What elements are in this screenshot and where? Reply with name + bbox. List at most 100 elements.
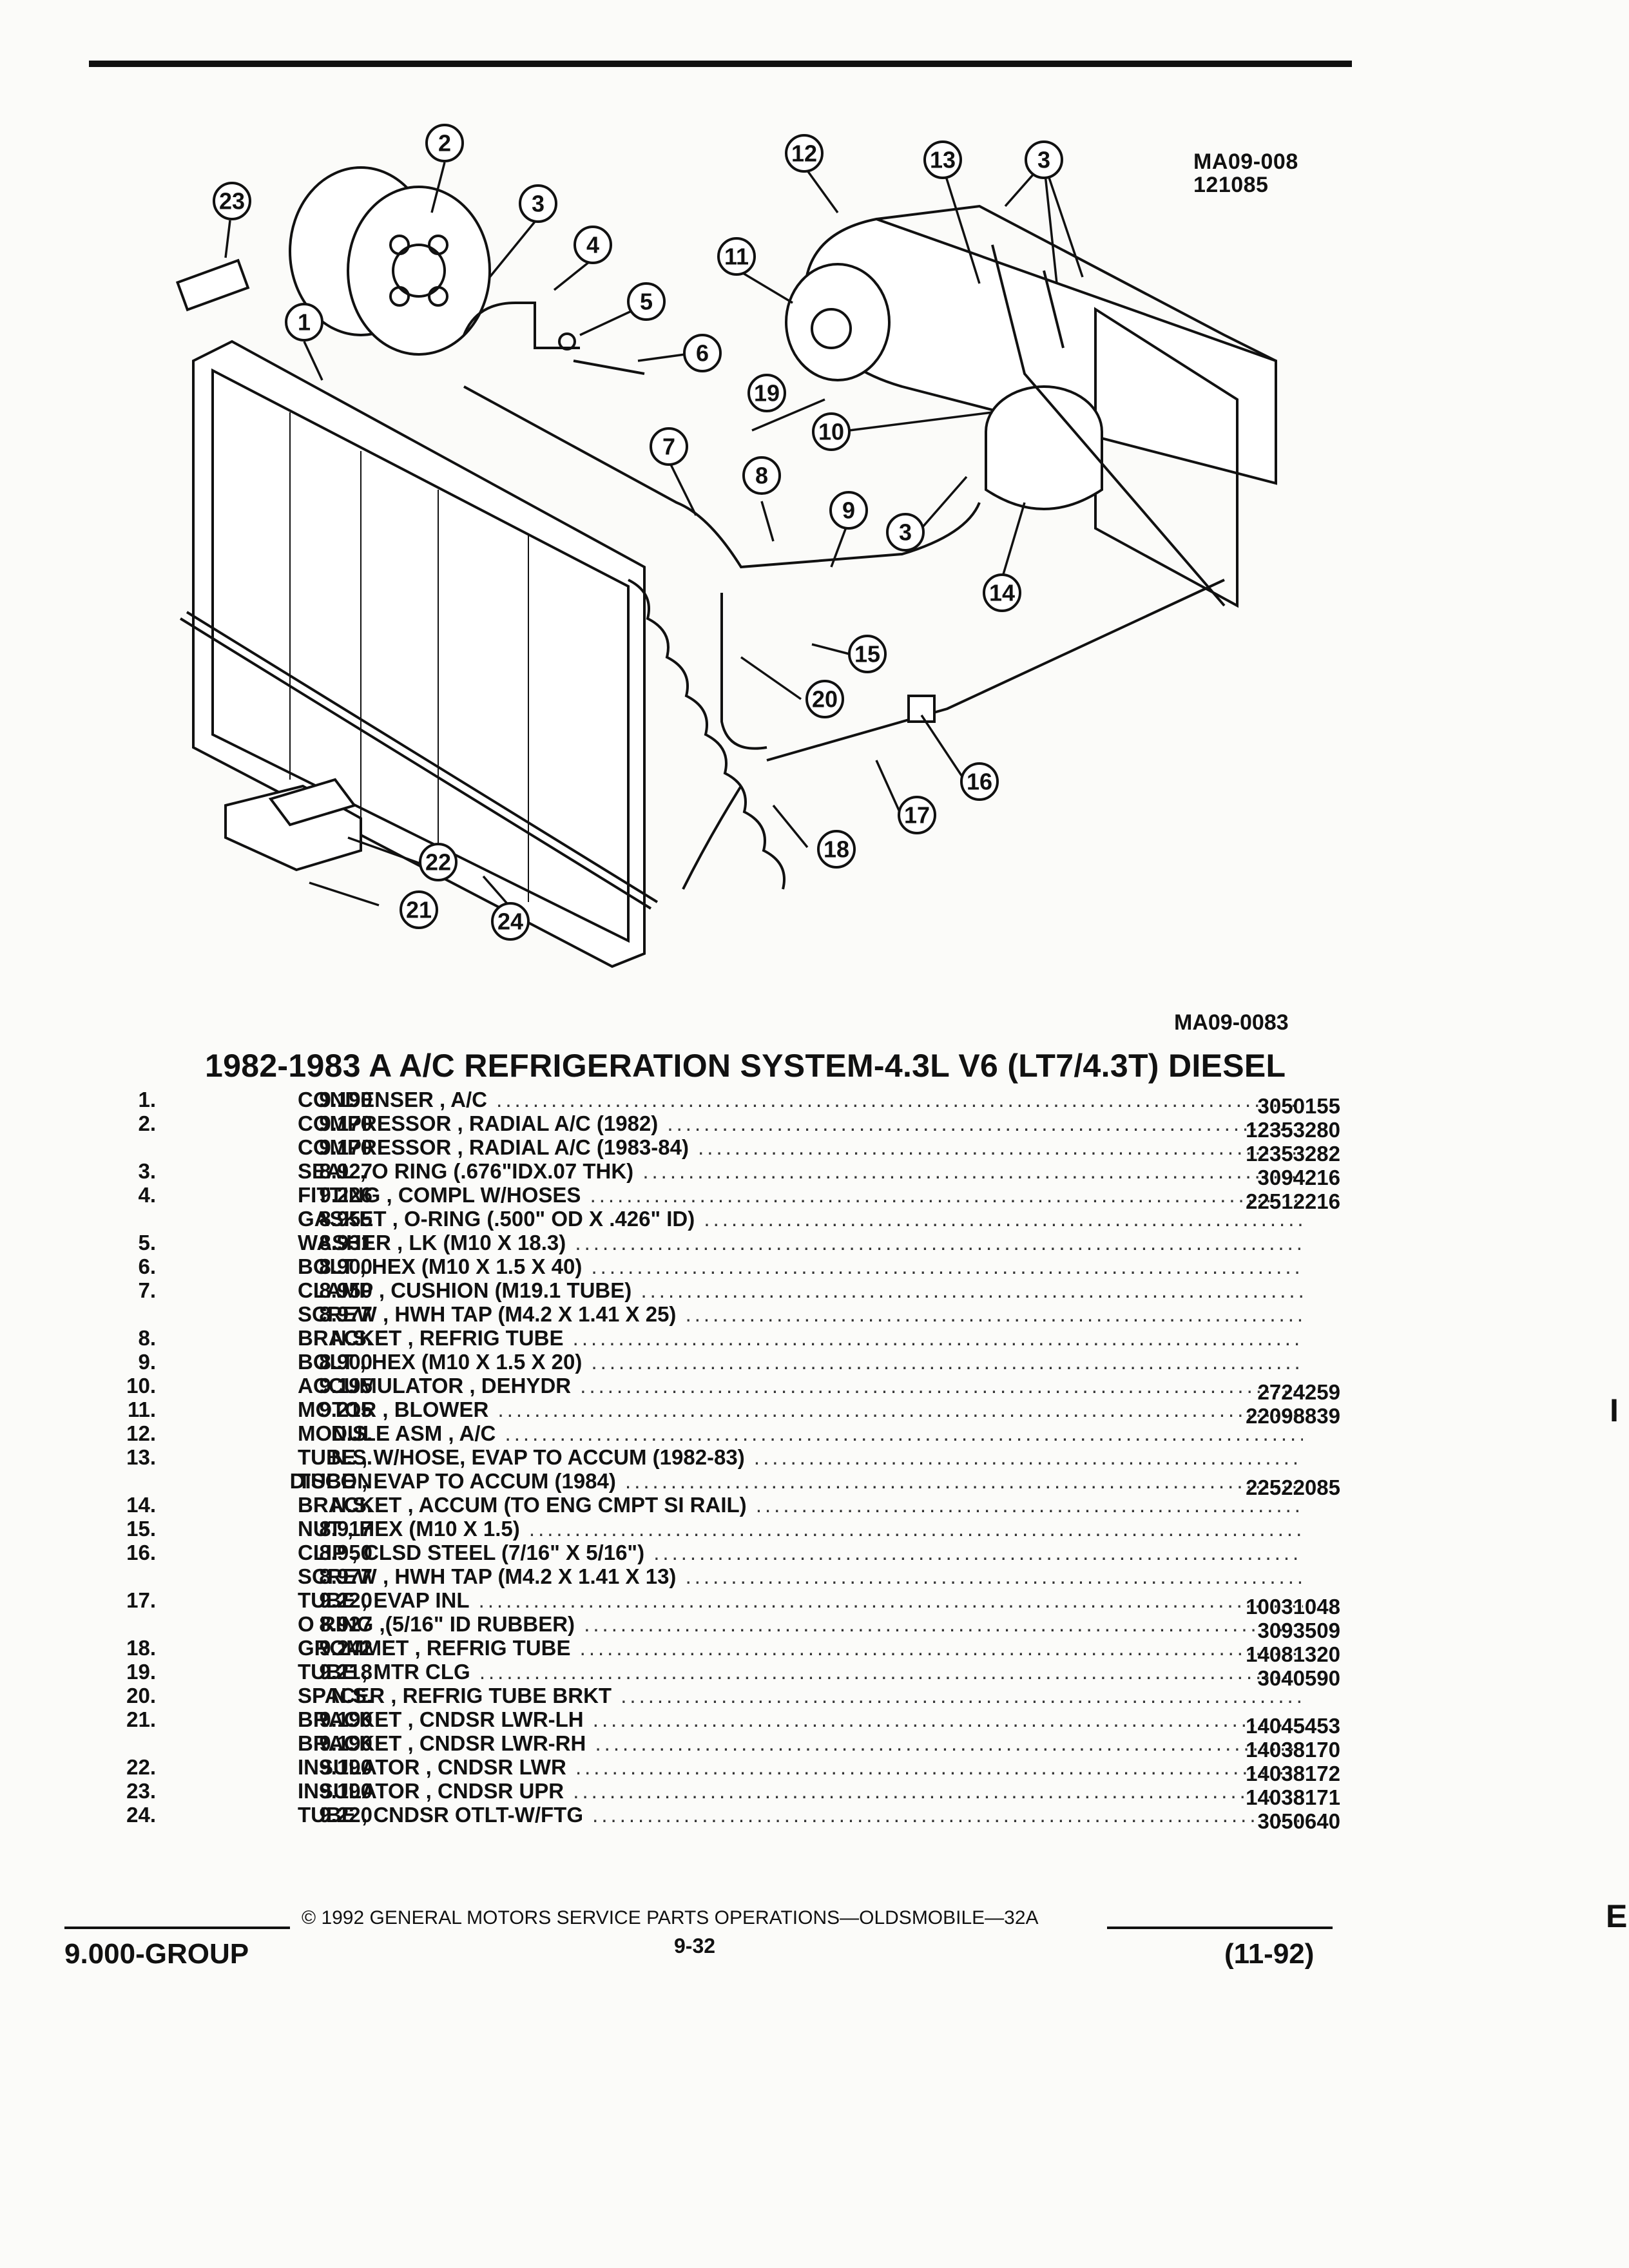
item-description: BOLT , HEX (M10 X 1.5 X 40) ............…: [298, 1254, 1303, 1278]
callout-13: 13: [923, 140, 962, 179]
group-number: 9.220: [319, 1588, 372, 1612]
leader-dots: ........................................…: [653, 1541, 1303, 1564]
top-rule: [89, 61, 1352, 67]
callout-label: 8: [755, 463, 768, 489]
leader-dots: ........................................…: [591, 1254, 1304, 1278]
leader-dots: ........................................…: [685, 1302, 1303, 1326]
item-description: TUBE , EVAP INL ........................…: [298, 1588, 1303, 1612]
leader-dots: ........................................…: [590, 1183, 1303, 1207]
item-description-text: TUBE , EVAP TO ACCUM (1984): [298, 1469, 616, 1493]
item-description: BRACKET , ACCUM (TO ENG CMPT SI RAIL) ..…: [298, 1493, 1303, 1517]
item-description: TUBE , EVAP TO ACCUM (1984) ............…: [298, 1469, 1303, 1493]
part-number: 12353282: [1246, 1142, 1340, 1166]
item-description: BRACKET , REFRIG TUBE ..................…: [298, 1326, 1303, 1350]
callout-1: 1: [285, 303, 323, 341]
item-description: GASKET , O-RING (.500" OD X .426" ID) ..…: [298, 1207, 1303, 1231]
parts-row: 14.N.S.BRACKET , ACCUM (TO ENG CMPT SI R…: [97, 1493, 1353, 1517]
item-description: BRACKET , CNDSR LWR-LH .................…: [298, 1707, 1303, 1731]
group-number: DISCON: [289, 1469, 372, 1493]
callout-16: 16: [960, 762, 999, 801]
item-description-text: CONDENSER , A/C: [298, 1088, 487, 1111]
item-description-text: ACCUMULATOR , DEHYDR: [298, 1374, 572, 1398]
callout-label: 6: [696, 340, 709, 367]
group-number: 8.977: [319, 1302, 372, 1326]
leader-dots: ........................................…: [573, 1779, 1303, 1803]
item-description-text: GROMMET , REFRIG TUBE: [298, 1636, 571, 1660]
item-description-text: INSULATOR , CNDSR UPR: [298, 1779, 564, 1803]
item-description: MOTOR , BLOWER .........................…: [298, 1398, 1303, 1421]
callout-label: 21: [406, 897, 432, 923]
footer-page-number: 9-32: [674, 1934, 716, 1957]
group-number: 8.931: [319, 1231, 372, 1254]
item-description-text: CLAMP , CUSHION (M19.1 TUBE): [298, 1278, 632, 1302]
group-number: 9.218: [319, 1660, 372, 1684]
part-number: 3040590: [1257, 1666, 1340, 1690]
part-number: 22098839: [1246, 1404, 1340, 1428]
callout-label: 9: [842, 497, 855, 524]
item-description: COMPRESSOR , RADIAL A/C (1982) .........…: [298, 1111, 1303, 1135]
callout-label: 15: [854, 641, 880, 668]
item-description-text: TUBE , EVAP INL: [298, 1588, 470, 1612]
leader-dots: ........................................…: [592, 1803, 1303, 1827]
group-number: 9.190: [319, 1779, 372, 1803]
item-number: 7.: [138, 1278, 156, 1302]
leader-dots: ........................................…: [642, 1159, 1303, 1183]
accumulator-drawing: [985, 385, 1103, 510]
item-description: CLIP , CLSD STEEL (7/16" X 5/16") ......…: [298, 1541, 1303, 1564]
callout-23: 23: [213, 182, 251, 220]
item-description: CONDENSER , A/C ........................…: [298, 1088, 1303, 1111]
group-number: 8.927: [319, 1612, 372, 1636]
callout-6: 6: [683, 334, 722, 372]
item-number: 9.: [138, 1350, 156, 1374]
item-description: INSULATOR , CNDSR LWR ..................…: [298, 1755, 1303, 1779]
callout-label: 23: [219, 188, 245, 215]
item-description: INSULATOR , CNDSR UPR ..................…: [298, 1779, 1303, 1803]
item-description-text: SCREW , HWH TAP (M4.2 X 1.41 X 13): [298, 1564, 677, 1588]
item-description-text: SEAL , O RING (.676"IDX.07 THK): [298, 1159, 634, 1183]
footer-group: 9.000-GROUP: [64, 1938, 249, 1970]
part-number: 3093509: [1257, 1619, 1340, 1642]
callout-21: 21: [400, 890, 438, 929]
item-description: TUBE , CNDSR OTLT-W/FTG ................…: [298, 1803, 1303, 1827]
parts-row: 13.N.S.TUBE , W/HOSE, EVAP TO ACCUM (198…: [97, 1445, 1353, 1469]
item-description: SEAL , O RING (.676"IDX.07 THK) ........…: [298, 1159, 1303, 1183]
part-number: 12353280: [1246, 1118, 1340, 1142]
item-description: BRACKET , CNDSR LWR-RH .................…: [298, 1731, 1303, 1755]
group-number: 9.226: [319, 1183, 372, 1207]
callout-label: 3: [1037, 147, 1050, 173]
item-description-text: BRACKET , CNDSR LWR-RH: [298, 1731, 586, 1755]
item-description-text: O RING ,(5/16" ID RUBBER): [298, 1612, 575, 1636]
leader-dots: ........................................…: [479, 1660, 1303, 1684]
item-number: 13.: [126, 1445, 156, 1469]
part-number: 14038172: [1246, 1762, 1340, 1785]
group-number: 9.170: [319, 1135, 372, 1159]
callout-label: 5: [640, 289, 653, 315]
callout-8: 8: [742, 456, 781, 495]
callout-12: 12: [785, 134, 824, 173]
group-number: 9.220: [319, 1803, 372, 1827]
item-number: 17.: [126, 1588, 156, 1612]
group-number: N.S.: [331, 1445, 372, 1469]
group-number: N.S.: [331, 1493, 372, 1517]
ac-module-drawing: [785, 204, 1277, 608]
item-number: 16.: [126, 1541, 156, 1564]
item-number: 22.: [126, 1755, 156, 1779]
item-description-text: COMPRESSOR , RADIAL A/C (1982): [298, 1111, 659, 1135]
part-number: 14038170: [1246, 1738, 1340, 1762]
callout-label: 17: [904, 802, 930, 829]
parts-row: 8.N.S.BRACKET , REFRIG TUBE ............…: [97, 1326, 1353, 1350]
leader-dots: ........................................…: [575, 1231, 1303, 1254]
figure-date-code: 121085: [1193, 173, 1269, 197]
item-description-text: FITTING , COMPL W/HOSES: [298, 1183, 581, 1207]
item-number: 8.: [138, 1326, 156, 1350]
callout-5: 5: [627, 282, 666, 321]
figure-caption: MA09-0083: [1174, 1010, 1289, 1035]
group-number: 8.977: [319, 1564, 372, 1588]
group-number: 9.242: [319, 1636, 372, 1660]
